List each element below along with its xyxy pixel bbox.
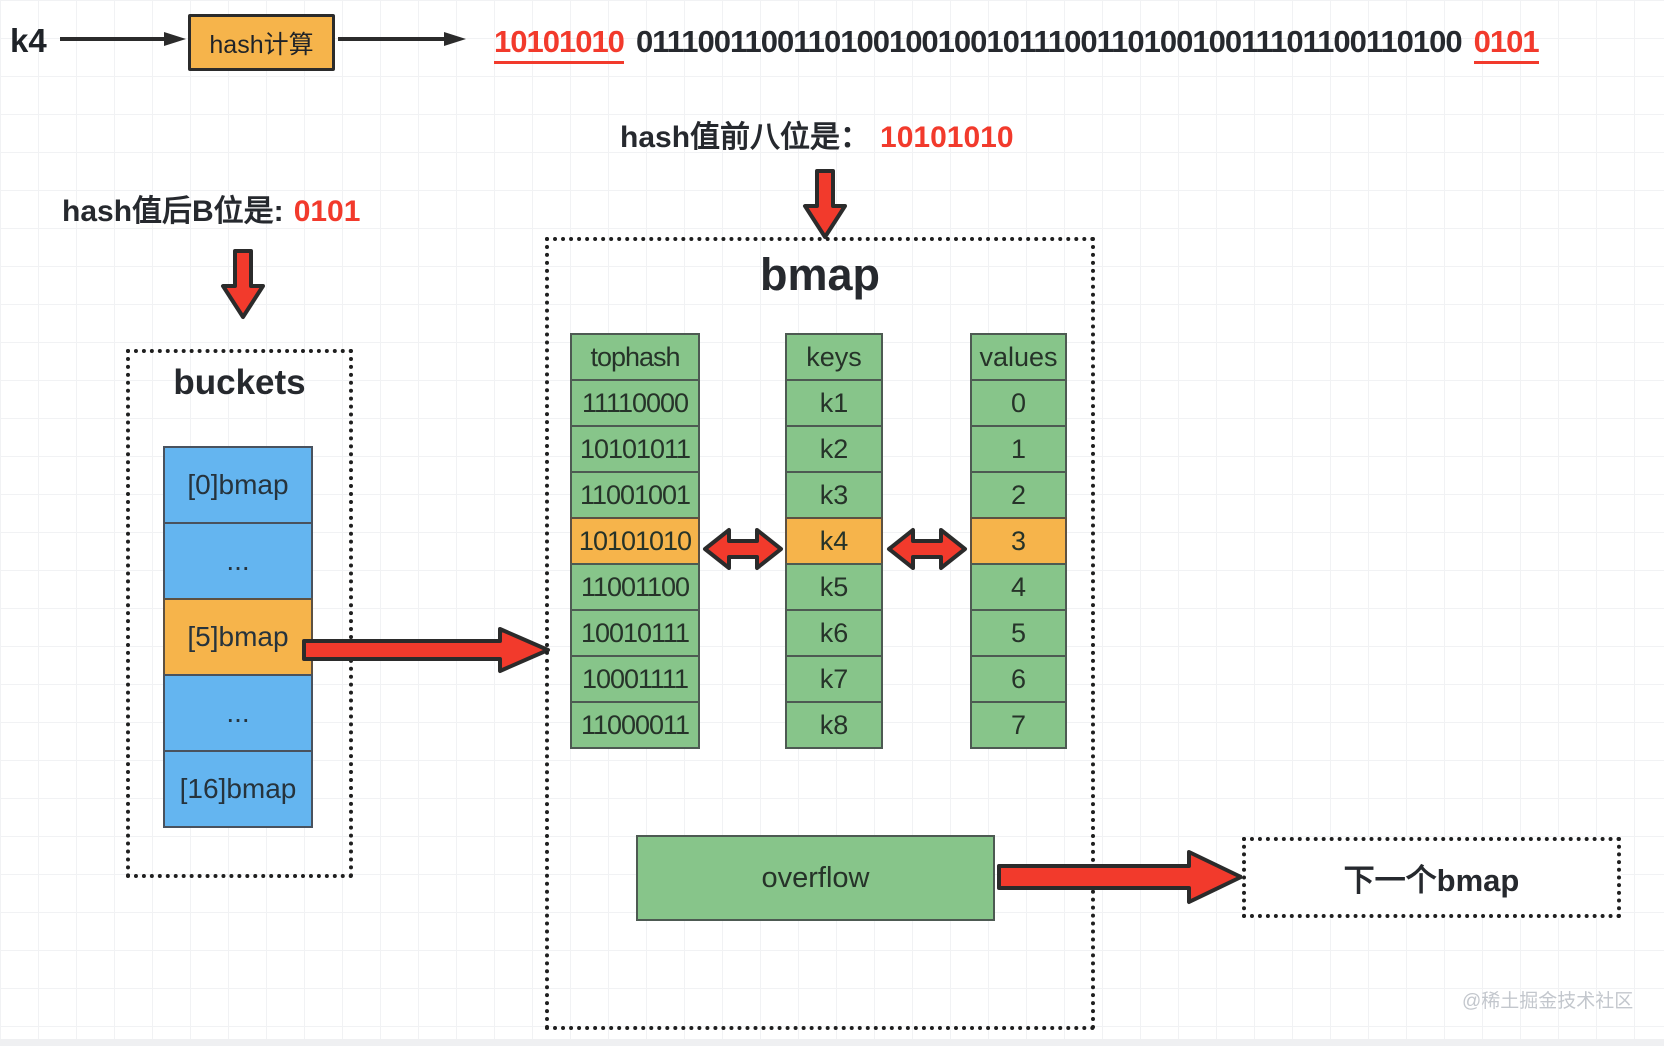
double-arrow-tophash-key bbox=[703, 528, 783, 570]
bmap-cell: 10101010 bbox=[570, 517, 700, 565]
bmap-cell: 10001111 bbox=[570, 655, 700, 703]
red-down-arrow-to-buckets bbox=[221, 249, 265, 319]
overflow-box: overflow bbox=[636, 835, 995, 921]
bucket-cell: [0]bmap bbox=[163, 446, 313, 524]
bucket-cell: ... bbox=[163, 522, 313, 600]
hash-function-box: hash计算 bbox=[188, 14, 335, 71]
bmap-cell: k8 bbox=[785, 701, 883, 749]
bucket-cell: [5]bmap bbox=[163, 598, 313, 676]
bmap-cell: 2 bbox=[970, 471, 1067, 519]
back-b-bits-value: 0101 bbox=[293, 195, 361, 228]
bmap-cell: 11001001 bbox=[570, 471, 700, 519]
red-arrow-overflow-to-next bbox=[997, 850, 1243, 904]
bucket-cell: ... bbox=[163, 674, 313, 752]
red-arrow-bucket-to-bmap bbox=[302, 627, 550, 673]
back-b-bits-label: hash值后B位是: 0101 bbox=[62, 186, 360, 230]
bmap-cell: 11110000 bbox=[570, 379, 700, 427]
bmap-cell: k2 bbox=[785, 425, 883, 473]
red-down-arrow-to-bmap bbox=[803, 169, 847, 239]
bmap-cell: k7 bbox=[785, 655, 883, 703]
front-eight-bits-value: 10101010 bbox=[880, 121, 1014, 154]
bmap-cell: 5 bbox=[970, 609, 1067, 657]
key-label: k4 bbox=[10, 22, 47, 59]
bmap-cell: k3 bbox=[785, 471, 883, 519]
bmap-cell: 0 bbox=[970, 379, 1067, 427]
bmap-cell: k4 bbox=[785, 517, 883, 565]
watermark: @稀土掘金技术社区 bbox=[1462, 991, 1634, 1012]
bmap-column-header: values bbox=[970, 333, 1067, 381]
hash-last-b-bits: 0101 bbox=[1473, 24, 1540, 64]
bmap-cell: k6 bbox=[785, 609, 883, 657]
double-arrow-key-value bbox=[887, 528, 967, 570]
bmap-cell: 11001100 bbox=[570, 563, 700, 611]
bmap-cell: 10101011 bbox=[570, 425, 700, 473]
next-bmap-box: 下一个bmap bbox=[1242, 837, 1621, 918]
hash-first-8-bits: 10101010 bbox=[494, 24, 625, 64]
bmap-cell: 4 bbox=[970, 563, 1067, 611]
buckets-box: buckets bbox=[126, 349, 353, 878]
buckets-title: buckets bbox=[173, 363, 306, 402]
hash-middle-bits: 0111001100110100100100101110011010010011… bbox=[635, 24, 1463, 59]
arrow-hashbox-to-hash bbox=[338, 32, 466, 46]
front-eight-bits-label: hash值前八位是： 10101010 bbox=[620, 112, 1014, 156]
bmap-cell: 7 bbox=[970, 701, 1067, 749]
bmap-cell: k5 bbox=[785, 563, 883, 611]
bmap-cell: 6 bbox=[970, 655, 1067, 703]
arrow-k4-to-hashbox bbox=[60, 32, 186, 46]
bmap-cell: 1 bbox=[970, 425, 1067, 473]
front-eight-bits-text: hash值前八位是： bbox=[620, 121, 871, 154]
bmap-cell: k1 bbox=[785, 379, 883, 427]
bmap-box: bmap bbox=[545, 237, 1095, 1030]
buckets-array: [0]bmap...[5]bmap...[16]bmap bbox=[163, 446, 313, 828]
bmap-title: bmap bbox=[759, 249, 880, 300]
bmap-cell: 11000011 bbox=[570, 701, 700, 749]
bottom-strip bbox=[0, 1039, 1664, 1046]
bucket-cell: [16]bmap bbox=[163, 750, 313, 828]
bmap-cell: 10010111 bbox=[570, 609, 700, 657]
bmap-cell: 3 bbox=[970, 517, 1067, 565]
bmap-column-header: tophash bbox=[570, 333, 700, 381]
hash-binary-string: 10101010 0111001100110100100100101110011… bbox=[494, 24, 1540, 64]
back-b-bits-text: hash值后B位是: bbox=[62, 195, 284, 228]
bmap-column-header: keys bbox=[785, 333, 883, 381]
